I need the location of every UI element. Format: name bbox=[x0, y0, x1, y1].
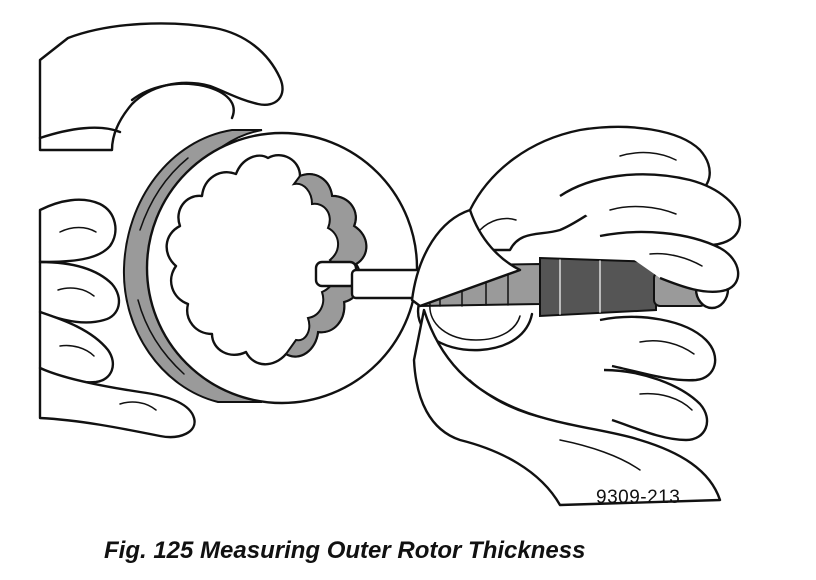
figure-reference-number: 9309-213 bbox=[596, 487, 681, 508]
figure-caption: Fig. 125 Measuring Outer Rotor Thickness bbox=[104, 537, 586, 564]
left-hand-icon bbox=[38, 22, 284, 439]
outer-rotor-icon bbox=[122, 129, 419, 405]
right-hand-icon bbox=[410, 125, 742, 507]
